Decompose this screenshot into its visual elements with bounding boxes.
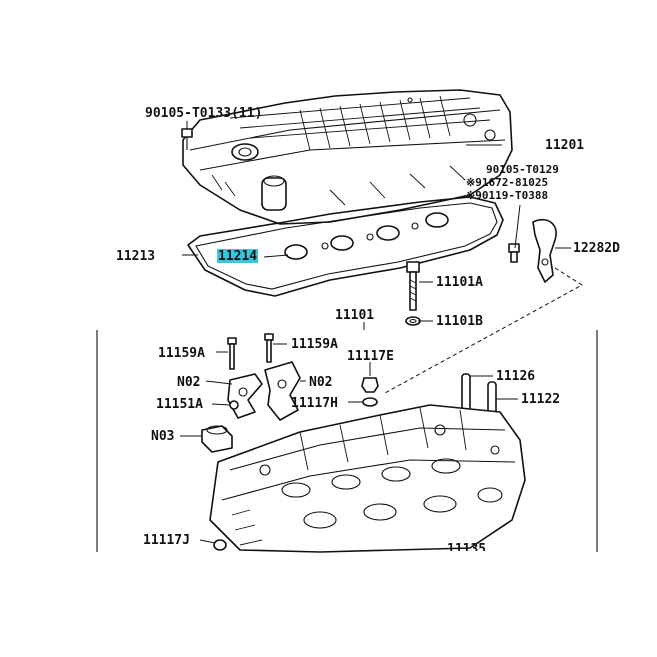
label-cover: 11201: [545, 138, 585, 153]
label-stud-left: 11159A: [158, 346, 205, 361]
label-head-bolt: 11101A: [436, 275, 483, 290]
label-plug-j: 11117J: [143, 533, 190, 548]
label-guide-right: N02: [309, 375, 333, 390]
label-head: 11101: [335, 308, 375, 323]
label-ring-left: 11151A: [156, 397, 203, 412]
label-gasket-inner-highlighted: 11214: [217, 249, 259, 264]
plug-h: [362, 397, 378, 407]
ring-small: [229, 400, 239, 410]
label-bolt-group-2: ※91672-81025: [466, 176, 549, 189]
bracket-dashed-leader: [384, 267, 583, 394]
label-lifter: N03: [151, 429, 175, 444]
label-bolt-cover: 90105-T0133(11): [145, 106, 263, 121]
plug-e: [361, 377, 379, 393]
label-valve-guide: 11126: [496, 369, 536, 384]
label-bracket: 12282D: [573, 241, 620, 256]
lifter: [201, 425, 233, 453]
label-cut-bottom: 11135: [447, 543, 487, 551]
label-plug-h: 11117H: [291, 396, 338, 411]
label-guide-left: N02: [177, 375, 201, 390]
plug-j: [213, 539, 227, 551]
cam-guide-right: [264, 361, 301, 421]
label-bolt-group-3: ※90119-T0388: [466, 189, 549, 202]
cover-detail-dot: [407, 97, 413, 103]
valve-guide-pipe-1: [461, 373, 471, 413]
stud-right: [264, 333, 274, 363]
engine-bracket: [532, 218, 557, 283]
label-bolt-group-1: 90105-T0129: [486, 163, 559, 176]
label-stud-right: 11159A: [291, 337, 338, 352]
label-gasket-outer: 11213: [116, 249, 156, 264]
cylinder-head-cover: [182, 89, 513, 225]
bracket-bolt: [508, 243, 520, 263]
label-valve-guide-2: 11122: [521, 392, 561, 407]
cover-bolt: [181, 121, 193, 150]
cam-guide-left: [227, 373, 263, 419]
label-washer: 11101B: [436, 314, 483, 329]
cover-gasket: [187, 196, 504, 297]
label-plug-e: 11117E: [347, 349, 394, 364]
cylinder-head: [209, 404, 526, 553]
leader-lines: [180, 144, 571, 544]
washer: [405, 316, 421, 326]
head-bolt: [406, 261, 420, 311]
stud-left: [227, 337, 237, 370]
